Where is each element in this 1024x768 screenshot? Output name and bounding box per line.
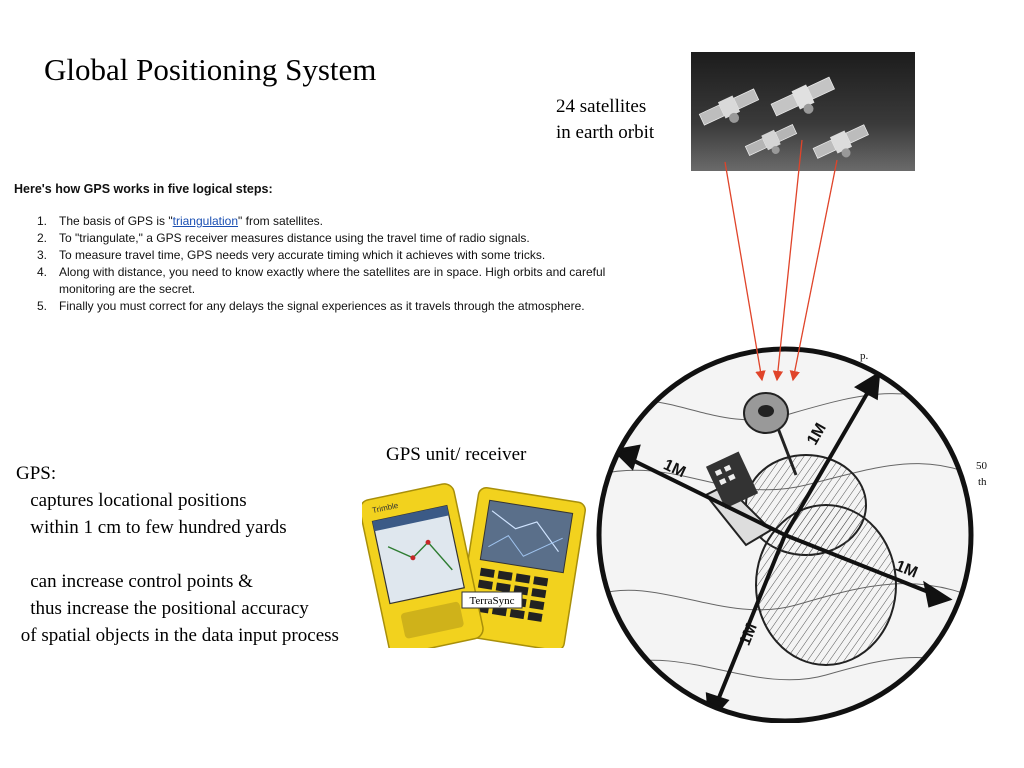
step-number: 1. bbox=[37, 214, 48, 228]
step-number: 4. bbox=[37, 265, 48, 279]
step-text-tail: " from satellites. bbox=[238, 214, 323, 228]
terrasync-label: TerraSync bbox=[469, 595, 514, 607]
step-item: 4. Along with distance, you need to know… bbox=[14, 264, 644, 298]
satellites-image bbox=[691, 52, 915, 171]
gps-text-line: captures locational positions bbox=[16, 490, 247, 511]
step-text: The basis of GPS is " bbox=[59, 214, 173, 228]
gps-steps-panel: Here's how GPS works in five logical ste… bbox=[14, 182, 644, 315]
satellite-caption: 24 satellites in earth orbit bbox=[556, 94, 654, 146]
step-number: 5. bbox=[37, 299, 48, 313]
satellite-icon bbox=[698, 88, 760, 126]
gps-text-line: of spatial objects in the data input pro… bbox=[16, 625, 339, 646]
satellite-caption-line-1: 24 satellites bbox=[556, 96, 647, 117]
gps-text-line bbox=[16, 541, 339, 568]
steps-heading: Here's how GPS works in five logical ste… bbox=[14, 182, 273, 196]
step-text: Finally you must correct for any delays … bbox=[59, 299, 585, 313]
step-item: 3. To measure travel time, GPS needs ver… bbox=[14, 247, 644, 264]
step-item: 2. To "triangulate," a GPS receiver meas… bbox=[14, 230, 644, 247]
gps-unit-caption: GPS unit/ receiver bbox=[386, 444, 527, 465]
map-fragment-text: 50 bbox=[976, 460, 988, 472]
step-number: 3. bbox=[37, 248, 48, 262]
slide-title: Global Positioning System bbox=[44, 52, 377, 87]
step-text: To measure travel time, GPS needs very a… bbox=[59, 248, 546, 262]
satellite-icon bbox=[812, 124, 869, 159]
step-item: 1. The basis of GPS is "triangulation" f… bbox=[14, 213, 644, 230]
triangulation-link[interactable]: triangulation bbox=[172, 214, 239, 228]
signal-arrow bbox=[772, 139, 803, 382]
gps-devices-image: Trimble TerraSync bbox=[362, 483, 586, 648]
satellite-icon bbox=[770, 76, 836, 117]
gps-text-line: GPS: bbox=[16, 463, 57, 484]
gps-text-line: can increase control points & bbox=[16, 571, 253, 592]
map-fragment-text: th bbox=[978, 476, 987, 488]
step-text: Along with distance, you need to know ex… bbox=[59, 265, 606, 296]
step-number: 2. bbox=[37, 231, 48, 245]
terrasync-label-box bbox=[461, 591, 523, 609]
step-text: To "triangulate," a GPS receiver measure… bbox=[59, 231, 530, 245]
gps-handheld-device: Trimble bbox=[362, 483, 484, 648]
gps-text-line: within 1 cm to few hundred yards bbox=[16, 517, 287, 538]
map-fragment-text: p. bbox=[860, 350, 869, 362]
gps-text-line: thus increase the positional accuracy bbox=[16, 598, 309, 619]
step-item: 5. Finally you must correct for any dela… bbox=[14, 298, 644, 315]
gps-description: GPS: captures locational positions withi… bbox=[16, 460, 339, 649]
satellite-caption-line-2: in earth orbit bbox=[556, 122, 655, 143]
surveyor-compass-image: 1M 1M 1M 1M 50 th p. bbox=[596, 346, 988, 723]
